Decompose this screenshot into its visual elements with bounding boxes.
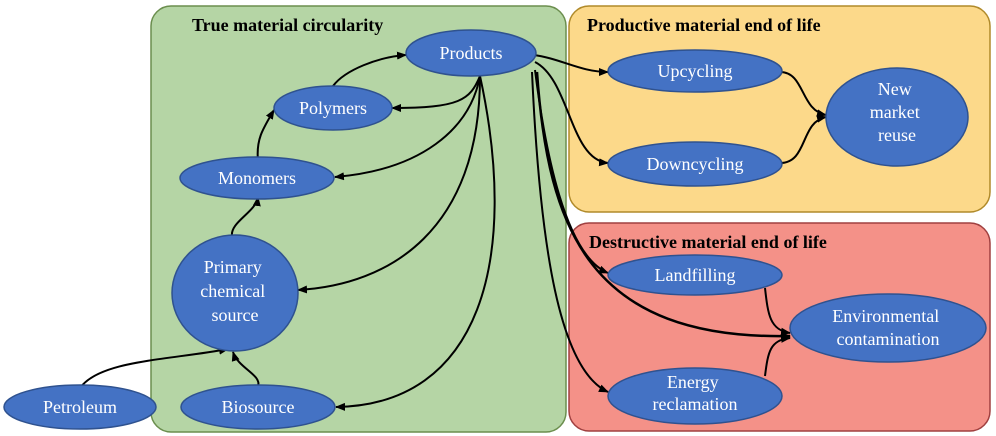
- node-newmarket: New market reuse: [825, 67, 969, 167]
- panel-title-destructive: Destructive material end of life: [589, 232, 827, 252]
- node-energy-shape: [607, 367, 783, 425]
- edge-products-upcycling: [532, 54, 609, 76]
- node-products: Products: [405, 29, 537, 77]
- node-contamination: Environmental contamination: [789, 293, 987, 363]
- node-products-label: Products: [440, 43, 503, 63]
- node-primary-label-3: source: [212, 305, 259, 325]
- node-petroleum-shape: [3, 384, 157, 430]
- node-newmarket-label-1: New: [878, 79, 912, 99]
- node-downcycling: Downcycling: [607, 141, 783, 187]
- edge-products-contamination: [535, 71, 791, 341]
- node-monomers: Monomers: [179, 156, 335, 200]
- node-petroleum-label: Petroleum: [43, 397, 117, 417]
- svg-text:Petroleum: Petroleum: [43, 397, 117, 417]
- edge-biosource-primary: [231, 351, 260, 387]
- node-downcycling-shape: [607, 141, 783, 187]
- node-biosource-shape: [180, 384, 336, 430]
- edge-polymers-products: [332, 51, 407, 87]
- edges-layer: [79, 51, 827, 411]
- edge-upcycling-newmarket: [779, 71, 827, 118]
- node-newmarket-shape: [825, 67, 969, 167]
- node-biosource-label: Biosource: [222, 397, 295, 417]
- edge-primary-monomers: [230, 196, 261, 237]
- edge-downcycling-newmarket: [779, 114, 827, 164]
- node-upcycling-label: Upcycling: [658, 61, 733, 81]
- edge-products-primary: [297, 75, 481, 294]
- edge-energy-contamination: [764, 334, 791, 377]
- svg-text:Monomers: Monomers: [218, 168, 296, 188]
- panel-title-productive: Productive material end of life: [587, 15, 821, 35]
- node-polymers: Polymers: [273, 85, 393, 131]
- node-monomers-label: Monomers: [218, 168, 296, 188]
- node-polymers-shape: [273, 85, 393, 131]
- edge-monomers-polymers: [256, 109, 275, 162]
- panel-title-circularity: True material circularity: [192, 15, 383, 35]
- node-primary-label-2: chemical: [200, 281, 265, 301]
- svg-text:Polymers: Polymers: [299, 98, 367, 118]
- node-primary: Primary chemical source: [171, 234, 299, 352]
- svg-text:Biosource: Biosource: [222, 397, 295, 417]
- node-energy: Energy reclamation: [607, 367, 783, 425]
- node-products-shape: [405, 29, 537, 77]
- node-landfilling-shape: [607, 254, 783, 296]
- edge-products-polymers: [391, 75, 481, 112]
- node-landfilling-label: Landfilling: [655, 265, 736, 285]
- svg-text:Environmental contaminat: Environmental contamination: [832, 306, 943, 349]
- node-biosource: Biosource: [180, 384, 336, 430]
- node-energy-label-1: Energy: [667, 372, 719, 392]
- svg-text:New market reuse: New market reuse: [870, 79, 924, 145]
- edge-products-downcycling: [534, 61, 609, 167]
- node-newmarket-label-3: reuse: [878, 125, 916, 145]
- edge-products-monomers: [334, 75, 481, 181]
- node-energy-label-2: reclamation: [653, 394, 738, 414]
- edge-landfilling-contamination: [764, 287, 791, 336]
- node-polymers-label: Polymers: [299, 98, 367, 118]
- svg-text:Upcycling: Upcycling: [658, 61, 733, 81]
- node-monomers-shape: [179, 156, 335, 200]
- node-contamination-label-1: Environmental: [832, 306, 939, 326]
- node-upcycling: Upcycling: [607, 49, 783, 93]
- node-landfilling: Landfilling: [607, 254, 783, 296]
- svg-text:Downcycling: Downcycling: [647, 154, 744, 174]
- node-primary-label-1: Primary: [204, 257, 262, 277]
- svg-text:Products: Products: [440, 43, 503, 63]
- node-upcycling-shape: [607, 49, 783, 93]
- node-contamination-shape: [789, 293, 987, 363]
- node-downcycling-label: Downcycling: [647, 154, 744, 174]
- node-primary-shape: [171, 234, 299, 352]
- node-petroleum: Petroleum: [3, 384, 157, 430]
- svg-text:Energy reclamation: Energy reclamation: [653, 372, 738, 414]
- edge-products-energy: [531, 71, 609, 393]
- node-contamination-label-2: contamination: [837, 329, 940, 349]
- svg-text:Primary chemical s: Primary chemical source: [200, 257, 269, 325]
- edge-petroleum-primary: [79, 346, 229, 389]
- edge-products-biosource: [335, 75, 496, 411]
- node-newmarket-label-2: market: [870, 102, 920, 122]
- svg-text:Landfilling: Landfilling: [655, 265, 736, 285]
